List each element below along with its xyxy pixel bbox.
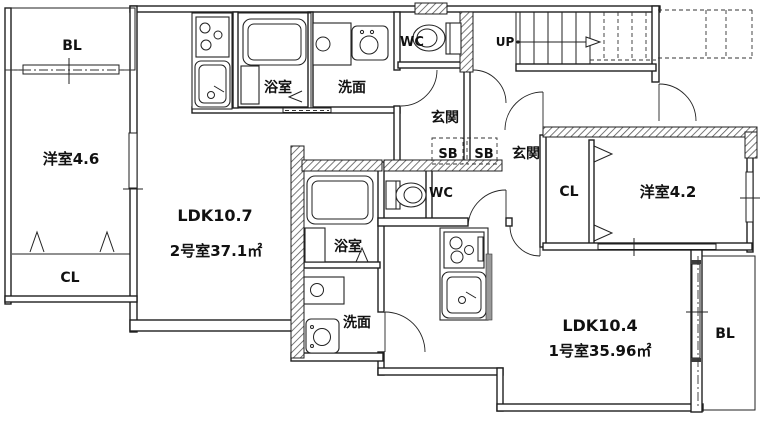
toilet-tank xyxy=(445,22,462,55)
washroom-unit1 xyxy=(303,276,345,354)
hatched-walls xyxy=(290,2,758,359)
window xyxy=(22,64,120,75)
label-closet-unit1: CL xyxy=(559,184,578,200)
label-washroom-unit1: 洗面 xyxy=(343,314,371,331)
shoebox-unit2 xyxy=(431,137,464,165)
hanger-icon xyxy=(29,230,45,253)
label-closet-unit2: CL xyxy=(60,270,79,286)
label-entrance-unit2: 玄関 xyxy=(431,109,459,126)
stove-icon xyxy=(195,16,230,58)
washroom-unit2 xyxy=(312,22,389,66)
label-ldk-unit1: LDK10.4 xyxy=(562,316,637,335)
door-arc-porch xyxy=(658,83,697,122)
window xyxy=(128,132,138,189)
bathroom-unit1 xyxy=(304,175,374,263)
door-arc-hall xyxy=(472,69,507,104)
hanger-icon xyxy=(99,230,115,253)
label-bathroom-unit2: 浴室 xyxy=(264,79,292,96)
bathtub-icon xyxy=(242,18,307,66)
window xyxy=(691,263,701,359)
shoebox-unit1 xyxy=(466,137,498,165)
kitchen-sink-icon xyxy=(194,60,231,108)
bath-counter xyxy=(240,65,260,105)
upper-floor-dashed-outline xyxy=(658,9,753,59)
windows xyxy=(123,132,760,313)
bathroom-unit2 xyxy=(237,12,312,109)
kitchen-unit2 xyxy=(191,12,233,110)
bath-counter xyxy=(304,227,326,263)
label-shoebox-unit2: SB xyxy=(438,147,457,162)
label-balcony-unit2: BL xyxy=(62,38,82,54)
labels: BL 洋室4.6 CL LDK10.7 2号室37.1㎡ 浴室 洗面 WC UP… xyxy=(43,35,735,360)
bath-door-icon xyxy=(287,90,303,103)
label-area-unit1: 1号室35.96㎡ xyxy=(549,342,652,360)
closet-right-symbols xyxy=(593,145,614,242)
balcony-top-left xyxy=(4,7,136,84)
folding-door-icon xyxy=(593,145,614,163)
bath-door-icon xyxy=(355,246,369,263)
closet-left-symbols xyxy=(12,230,130,255)
label-wc-unit1: WC xyxy=(429,186,453,201)
label-bathroom-unit1: 浴室 xyxy=(334,238,362,255)
label-area-unit2: 2号室37.1㎡ xyxy=(170,242,262,260)
toilet-unit1 xyxy=(385,180,427,210)
basin-icon xyxy=(351,25,389,61)
toilet-icon xyxy=(412,24,446,52)
label-washroom-unit2: 洗面 xyxy=(338,79,366,96)
door-arc-washroom-unit1 xyxy=(384,311,426,353)
basin-icon xyxy=(305,318,340,354)
toilet-unit2 xyxy=(412,22,462,55)
door-arc-ldk1-kitchen xyxy=(467,189,507,227)
washer-icon xyxy=(312,22,352,66)
shoe-boxes xyxy=(431,137,498,165)
label-balcony-unit1: BL xyxy=(715,326,735,342)
label-stairs-up: UP xyxy=(496,35,515,49)
stairs xyxy=(515,12,656,64)
window xyxy=(745,171,754,223)
door-arc-entrance-unit2 xyxy=(400,69,438,107)
balcony-right xyxy=(691,255,756,411)
doors xyxy=(282,69,697,353)
label-wc-unit2: WC xyxy=(400,35,424,50)
counter-wall xyxy=(485,253,493,321)
door-arc-entrance-unit1 xyxy=(504,91,544,131)
folding-door-icon xyxy=(593,224,614,242)
label-western-room-unit1: 洋室4.2 xyxy=(640,183,697,201)
label-ldk-unit2: LDK10.7 xyxy=(177,206,252,225)
sliding-opening xyxy=(597,243,717,250)
label-entrance-unit1: 玄関 xyxy=(512,145,540,162)
label-shoebox-unit1: SB xyxy=(474,147,493,162)
kitchen-unit1 xyxy=(439,227,493,321)
bathtub-icon xyxy=(306,175,374,225)
washer-icon xyxy=(303,276,345,305)
door-arc-ldk1-hall xyxy=(509,225,541,257)
label-western-room-unit2: 洋室4.6 xyxy=(43,150,100,168)
